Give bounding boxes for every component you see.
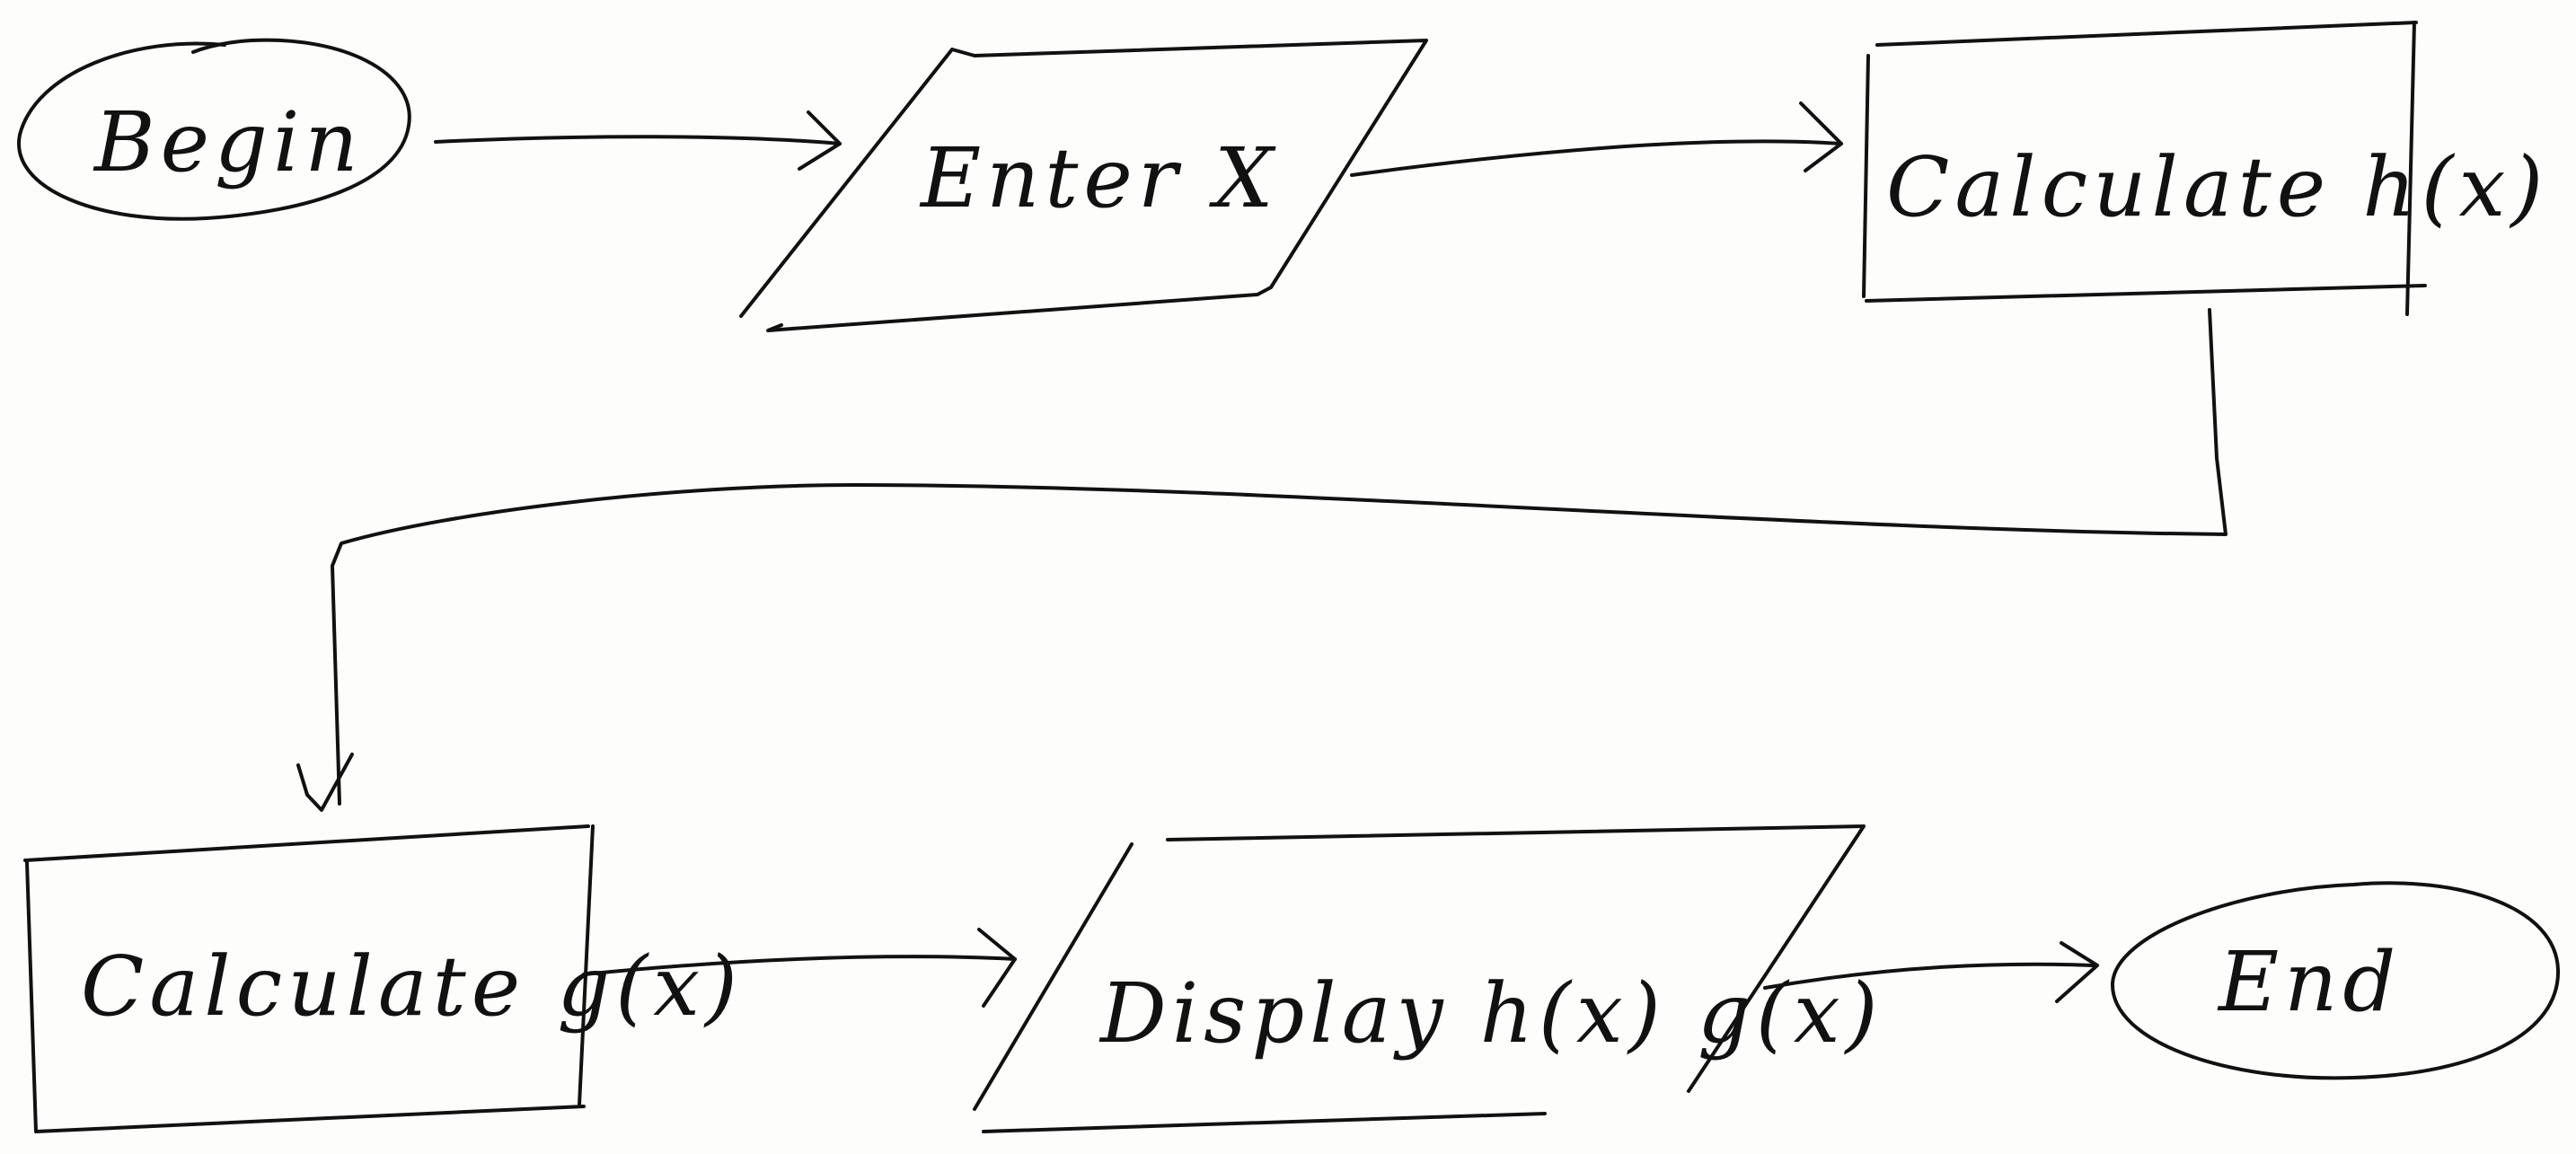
end-label: End (2217, 934, 2401, 1030)
end-ellipse-shape (2110, 881, 2561, 1080)
display-parallelogram-shape (973, 824, 1866, 1133)
arrowhead-icon (296, 753, 354, 812)
edge-line (1763, 962, 2095, 990)
edge-calc-h-to-calc-g (296, 308, 2228, 812)
edge-line (331, 308, 2228, 806)
node-calc-g: Calculate g(x) (23, 824, 743, 1133)
edge-display-to-end (1763, 941, 2099, 1003)
begin-label: Begin (93, 94, 364, 190)
edge-line (582, 955, 1017, 976)
edge-begin-to-enter-x (434, 110, 842, 171)
edge-line (434, 135, 842, 145)
calc-h-rect-shape (1862, 21, 2427, 316)
calc-h-label: Calculate h(x) (1886, 139, 2548, 235)
node-end: End (2110, 881, 2561, 1080)
node-display: Display h(x) g(x) (973, 824, 1883, 1133)
arrowhead-icon (977, 928, 1017, 1008)
enter-x-parallelogram-shape (739, 39, 1428, 332)
begin-ellipse-shape (17, 38, 411, 221)
edge-enter-x-to-calc-h (1350, 101, 1843, 177)
arrowhead-icon (1799, 101, 1843, 172)
node-calc-h: Calculate h(x) (1862, 21, 2548, 316)
display-label: Display h(x) g(x) (1098, 965, 1883, 1062)
node-begin: Begin (17, 38, 411, 221)
arrowhead-icon (2055, 941, 2099, 1003)
arrowhead-icon (798, 110, 842, 171)
node-enter-x: Enter X (739, 39, 1428, 332)
calc-g-label: Calculate g(x) (81, 938, 743, 1035)
edge-calc-g-to-display (582, 928, 1017, 1008)
edge-line (1350, 139, 1843, 177)
enter-x-label: Enter X (919, 130, 1279, 226)
calc-g-rect-shape (23, 824, 595, 1133)
